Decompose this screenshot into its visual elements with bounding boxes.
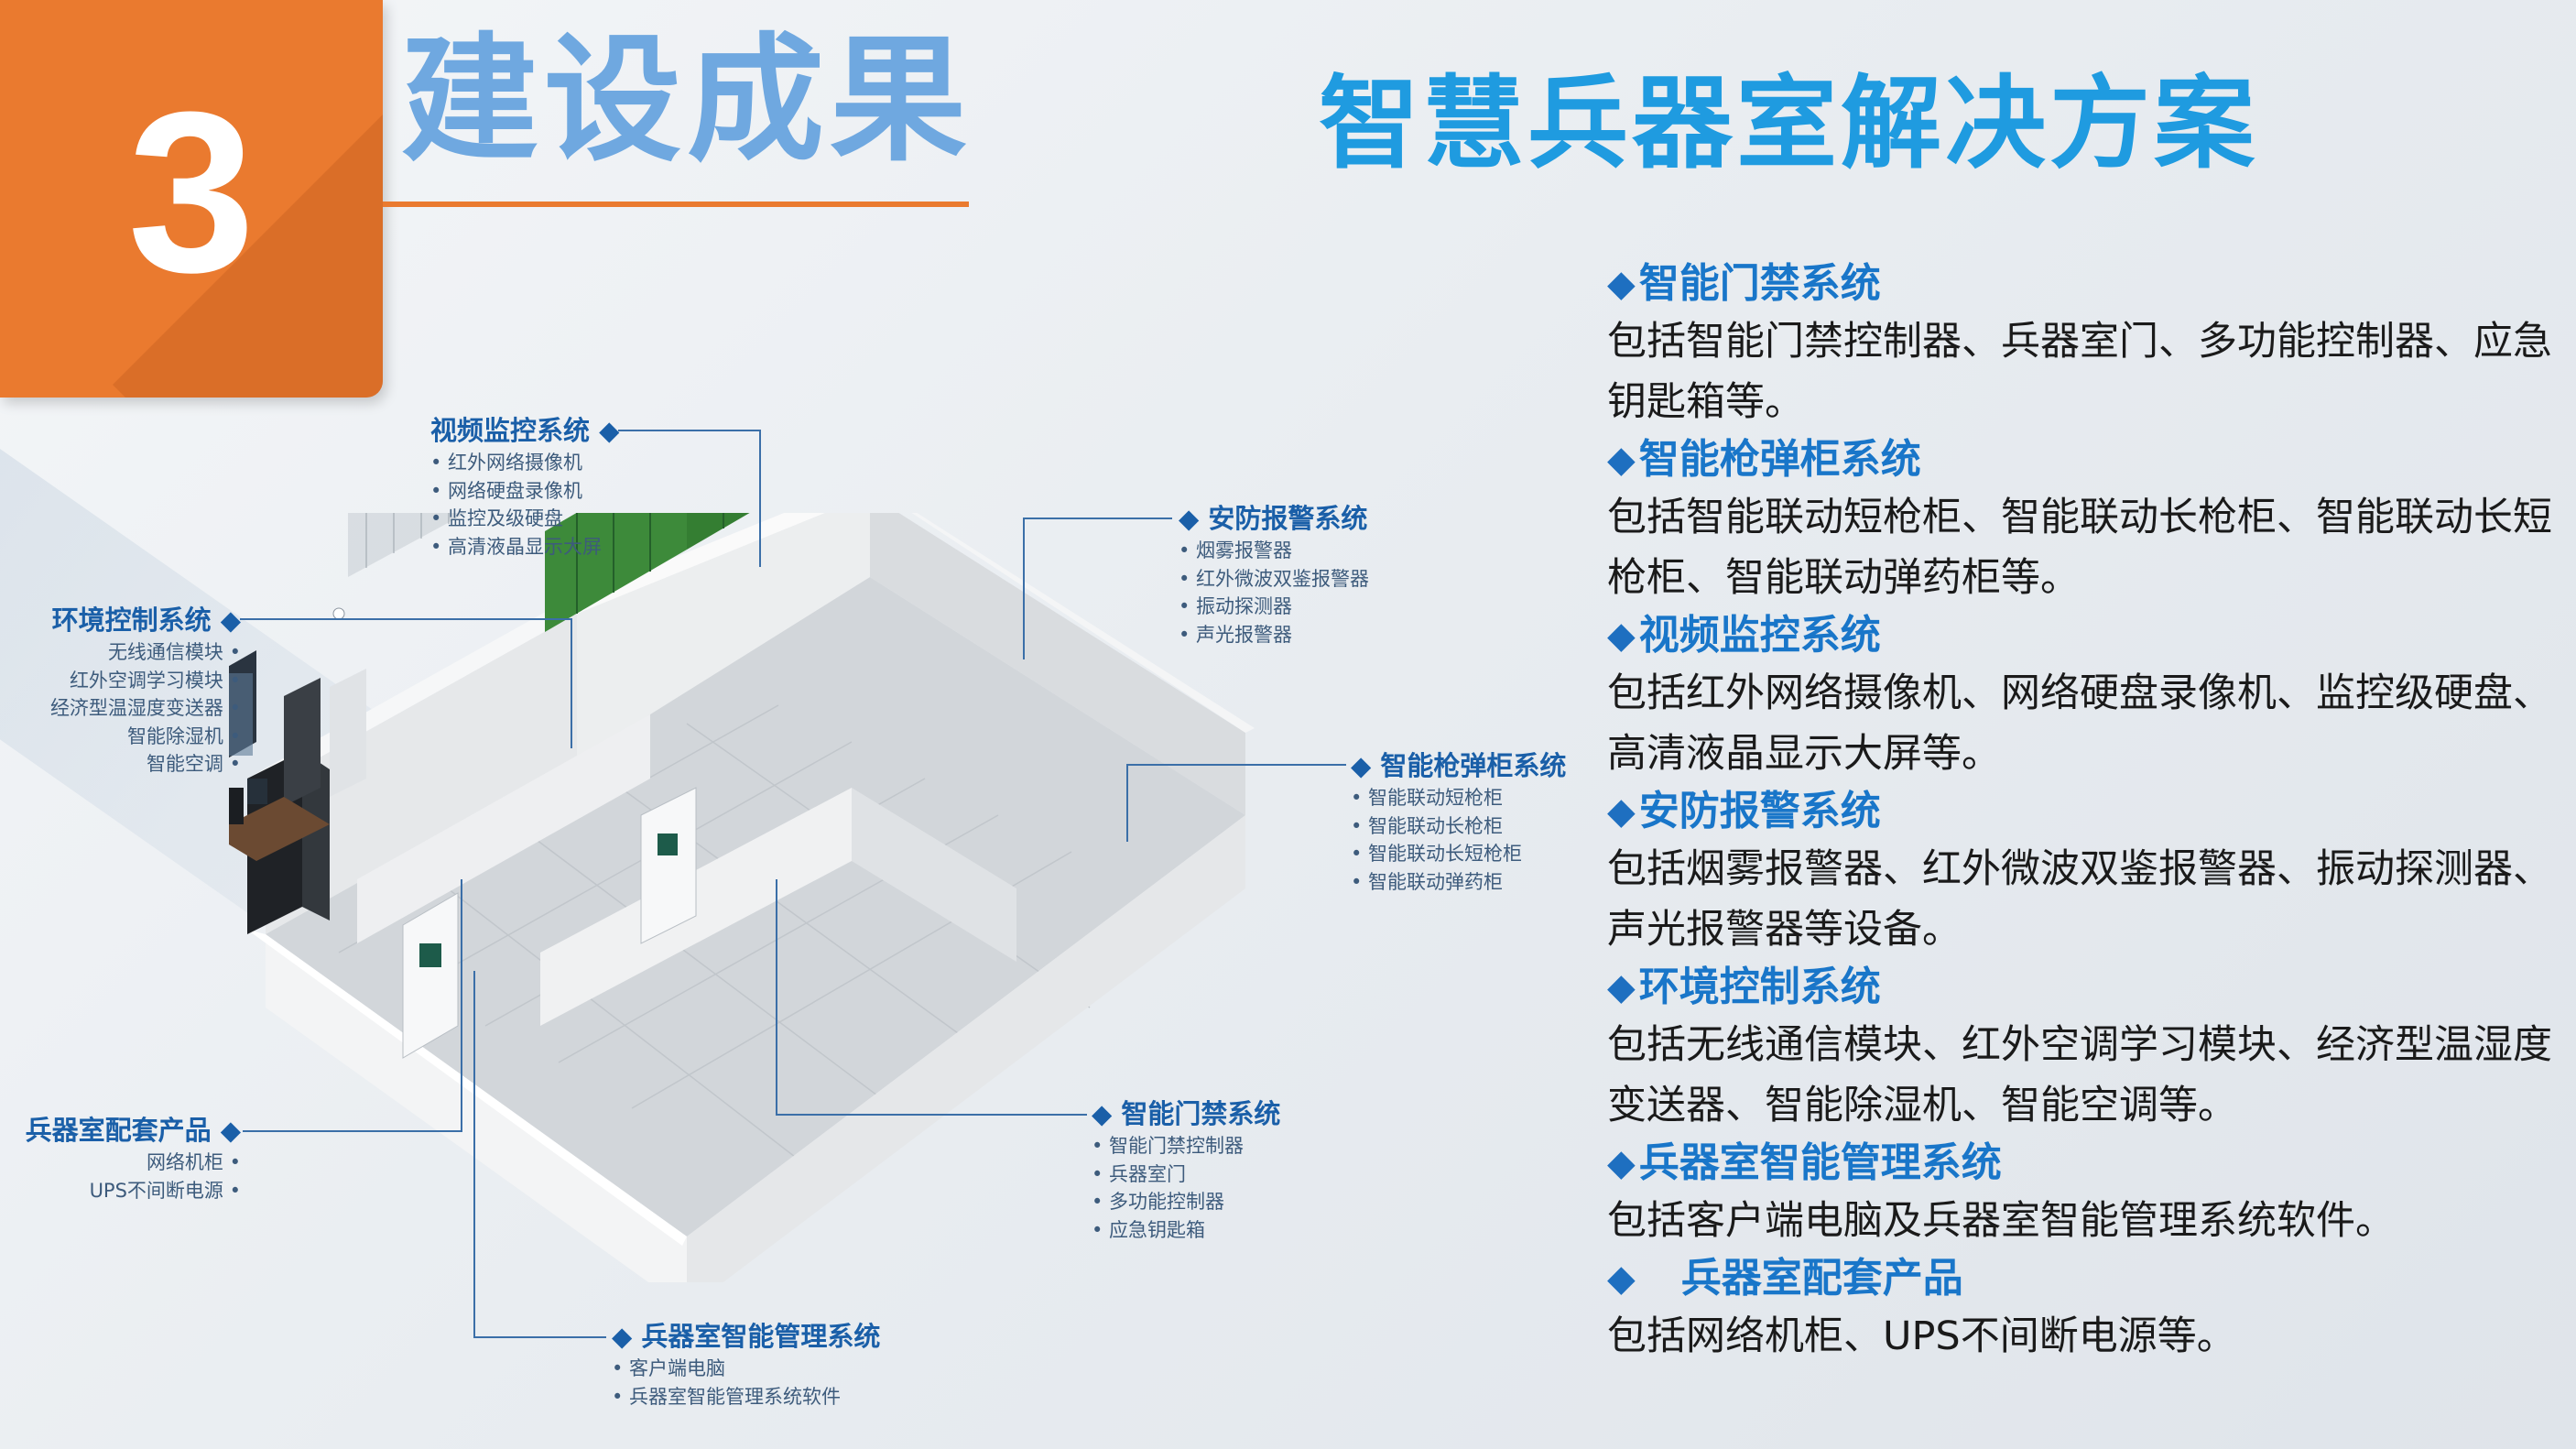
leader-video-h — [618, 430, 760, 431]
leader-accessory-h — [243, 1130, 462, 1132]
section-number: 3 — [127, 64, 255, 320]
section-number-box: 3 — [0, 0, 383, 398]
desc-heading: ◆安防报警系统 — [1607, 784, 2560, 839]
desc-heading: ◆ 兵器室配套产品 — [1607, 1251, 2560, 1306]
leader-mgmt-h — [473, 1336, 606, 1338]
desc-item-door: ◆智能门禁系统 包括智能门禁控制器、兵器室门、多功能控制器、应急钥匙箱等。 — [1607, 256, 2560, 432]
callout-env: 环境控制系统 ◆ 无线通信模块 • 红外空调学习模块 • 经济型温湿度变送器 •… — [50, 602, 241, 779]
callout-video-item: • 红外网络摄像机 — [430, 452, 583, 474]
callout-cabinet-item: • 智能联动短枪柜 — [1351, 787, 1504, 809]
leader-video-v — [759, 430, 761, 567]
system-description-list: ◆智能门禁系统 包括智能门禁控制器、兵器室门、多功能控制器、应急钥匙箱等。 ◆智… — [1607, 256, 2560, 1367]
callout-door-item: • 多功能控制器 — [1092, 1191, 1225, 1213]
desc-text: 包括智能联动短枪柜、智能联动长枪柜、智能联动长短枪柜、智能联动弹药柜等。 — [1607, 495, 2552, 601]
callout-video-item: • 监控及级硬盘 — [430, 507, 564, 529]
callout-security-title: ◆ 安防报警系统 — [1179, 503, 1368, 534]
callout-mgmt-title: ◆ 兵器室智能管理系统 — [612, 1321, 881, 1352]
callout-video-title: 视频监控系统 ◆ — [430, 415, 620, 446]
desc-item-mgmt: ◆兵器室智能管理系统 包括客户端电脑及兵器室智能管理系统软件。 — [1607, 1136, 2560, 1251]
diamond-bullet-icon: ◆ — [1607, 439, 1636, 481]
diamond-bullet-icon: ◆ — [1607, 1142, 1636, 1184]
callout-env-item: 智能空调 • — [146, 753, 241, 775]
callout-cabinet-item: • 智能联动长短枪柜 — [1351, 843, 1523, 865]
diamond-bullet-icon: ◆ — [1607, 966, 1636, 1008]
desc-text: 包括红外网络摄像机、网络硬盘录像机、监控级硬盘、高清液晶显示大屏等。 — [1607, 670, 2552, 777]
callout-accessory-item: UPS不间断电源 • — [89, 1179, 241, 1202]
desc-text: 包括客户端电脑及兵器室智能管理系统软件。 — [1607, 1198, 2395, 1244]
callout-security-item: • 振动探测器 — [1179, 595, 1293, 617]
callout-cabinet-item: • 智能联动弹药柜 — [1351, 870, 1504, 893]
callout-env-item: 经济型温湿度变送器 • — [49, 697, 241, 719]
desc-item-cabinet: ◆智能枪弹柜系统 包括智能联动短枪柜、智能联动长枪柜、智能联动长短枪柜、智能联动… — [1607, 432, 2560, 608]
desc-item-security: ◆安防报警系统 包括烟雾报警器、红外微波双鉴报警器、振动探测器、声光报警器等设备… — [1607, 784, 2560, 960]
callout-cabinet-item: • 智能联动长枪柜 — [1351, 814, 1504, 837]
callout-mgmt: ◆ 兵器室智能管理系统 • 客户端电脑 • 兵器室智能管理系统软件 — [612, 1318, 880, 1411]
leader-env-v — [571, 618, 572, 748]
desc-heading: ◆智能门禁系统 — [1607, 256, 2560, 311]
desc-text: 包括烟雾报警器、红外微波双鉴报警器、振动探测器、声光报警器等设备。 — [1607, 846, 2552, 953]
desc-heading-text: 智能枪弹柜系统 — [1638, 436, 1921, 483]
desc-heading-text: 兵器室配套产品 — [1680, 1255, 1963, 1302]
callout-video: 视频监控系统 ◆ • 红外网络摄像机 • 网络硬盘录像机 • 监控及级硬盘 • … — [430, 412, 619, 561]
callout-door-title: ◆ 智能门禁系统 — [1092, 1098, 1281, 1129]
leader-cabinet-v — [1126, 764, 1128, 842]
callout-mgmt-item: • 客户端电脑 — [612, 1357, 726, 1379]
callout-env-item: 红外空调学习模块 • — [69, 669, 241, 692]
leader-door-h — [776, 1114, 1087, 1116]
callout-env-item: 无线通信模块 • — [107, 641, 241, 663]
leader-env-h — [240, 618, 571, 620]
title-underline — [383, 202, 969, 207]
leader-door-v — [776, 879, 777, 1115]
leader-security-h — [1023, 518, 1172, 519]
callout-cabinet-title: ◆ 智能枪弹柜系统 — [1351, 750, 1567, 781]
desc-heading-text: 兵器室智能管理系统 — [1638, 1139, 2002, 1186]
desc-item-accessory: ◆ 兵器室配套产品 包括网络机柜、UPS不间断电源等。 — [1607, 1251, 2560, 1367]
diamond-bullet-icon: ◆ — [1607, 790, 1636, 833]
callout-env-title: 环境控制系统 ◆ — [51, 605, 241, 636]
callout-door-item: • 智能门禁控制器 — [1092, 1135, 1245, 1157]
desc-item-env: ◆环境控制系统 包括无线通信模块、红外空调学习模块、经济型温湿度变送器、智能除湿… — [1607, 960, 2560, 1136]
callout-door-item: • 应急钥匙箱 — [1092, 1218, 1206, 1241]
diamond-bullet-icon: ◆ — [1607, 615, 1636, 657]
weapon-room-illustration — [229, 513, 1255, 1282]
callout-cabinet: ◆ 智能枪弹柜系统 • 智能联动短枪柜 • 智能联动长枪柜 • 智能联动长短枪柜… — [1351, 747, 1566, 896]
callout-security-item: • 烟雾报警器 — [1179, 539, 1293, 561]
desc-item-video: ◆视频监控系统 包括红外网络摄像机、网络硬盘录像机、监控级硬盘、高清液晶显示大屏… — [1607, 608, 2560, 784]
callout-security-item: • 声光报警器 — [1179, 623, 1293, 646]
desc-heading-text: 环境控制系统 — [1638, 964, 1881, 1010]
desc-heading: ◆智能枪弹柜系统 — [1607, 432, 2560, 487]
diamond-bullet-icon: ◆ — [1607, 1258, 1636, 1300]
desc-heading: ◆视频监控系统 — [1607, 608, 2560, 663]
callout-env-item: 智能除湿机 • — [126, 724, 241, 747]
desc-text: 包括无线通信模块、红外空调学习模块、经济型温湿度变送器、智能除湿机、智能空调等。 — [1607, 1022, 2552, 1128]
diamond-bullet-icon: ◆ — [1607, 263, 1636, 305]
desc-heading-text: 智能门禁系统 — [1638, 260, 1881, 307]
callout-accessory-title: 兵器室配套产品 ◆ — [25, 1115, 241, 1146]
desc-heading: ◆环境控制系统 — [1607, 960, 2560, 1015]
callout-door-item: • 兵器室门 — [1092, 1162, 1187, 1185]
callout-accessory-item: 网络机柜 • — [146, 1151, 241, 1173]
desc-heading-text: 视频监控系统 — [1638, 612, 1881, 659]
callout-accessory: 兵器室配套产品 ◆ 网络机柜 • UPS不间断电源 • — [26, 1112, 241, 1204]
desc-heading: ◆兵器室智能管理系统 — [1607, 1136, 2560, 1191]
callout-mgmt-item: • 兵器室智能管理系统软件 — [612, 1385, 842, 1408]
desc-heading-text: 安防报警系统 — [1638, 788, 1881, 834]
callout-security: ◆ 安防报警系统 • 烟雾报警器 • 红外微波双鉴报警器 • 振动探测器 • 声… — [1179, 500, 1369, 648]
leader-security-v — [1023, 518, 1025, 659]
desc-text: 包括智能门禁控制器、兵器室门、多功能控制器、应急钥匙箱等。 — [1607, 319, 2552, 425]
leader-cabinet-h — [1126, 764, 1346, 766]
section-title: 建设成果 — [401, 21, 973, 180]
callout-door: ◆ 智能门禁系统 • 智能门禁控制器 • 兵器室门 • 多功能控制器 • 应急钥… — [1092, 1095, 1280, 1244]
page-title: 智慧兵器室解决方案 — [1319, 65, 2258, 182]
leader-mgmt-v — [473, 971, 475, 1337]
callout-video-item: • 高清液晶显示大屏 — [430, 535, 603, 558]
callout-video-item: • 网络硬盘录像机 — [430, 479, 583, 502]
desc-text: 包括网络机柜、UPS不间断电源等。 — [1607, 1313, 2236, 1359]
leader-accessory-v — [461, 879, 462, 1131]
callout-security-item: • 红外微波双鉴报警器 — [1179, 567, 1370, 590]
